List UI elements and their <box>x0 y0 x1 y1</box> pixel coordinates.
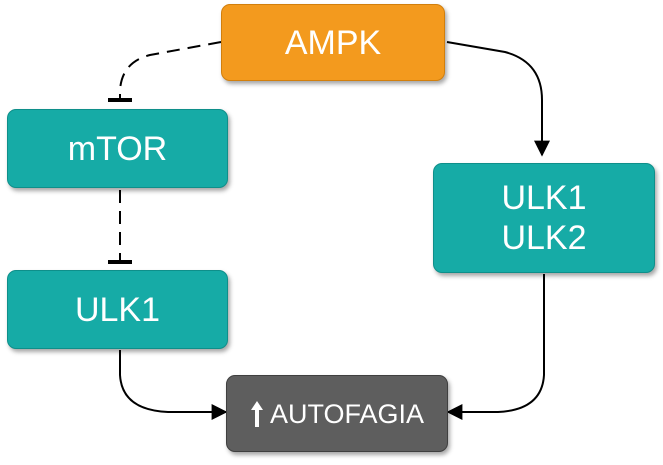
edge-ulk1-autofagia-activation <box>119 350 228 420</box>
edge-ampk-ulk1ulk2-activation <box>446 41 550 157</box>
edge-ampk-mtor-inhibition <box>119 41 222 100</box>
node-ampk-label: AMPK <box>284 23 382 62</box>
node-ulk1-ulk2: ULK1 ULK2 <box>433 163 655 273</box>
node-mtor: mTOR <box>7 109 228 188</box>
node-ulk1: ULK1 <box>7 270 228 349</box>
node-mtor-label: mTOR <box>67 129 168 168</box>
node-autofagia-label: AUTOFAGIA <box>269 398 425 429</box>
node-autofagia: AUTOFAGIA <box>226 375 448 452</box>
node-ampk: AMPK <box>221 4 445 81</box>
node-ulk1-ulk2-line1: ULK1 <box>501 179 587 217</box>
node-ulk1-ulk2-line2: ULK2 <box>501 219 587 257</box>
edge-ulk1ulk2-autofagia-activation <box>446 274 545 420</box>
node-ulk1-label: ULK1 <box>74 290 161 329</box>
up-arrow-icon <box>250 400 263 427</box>
